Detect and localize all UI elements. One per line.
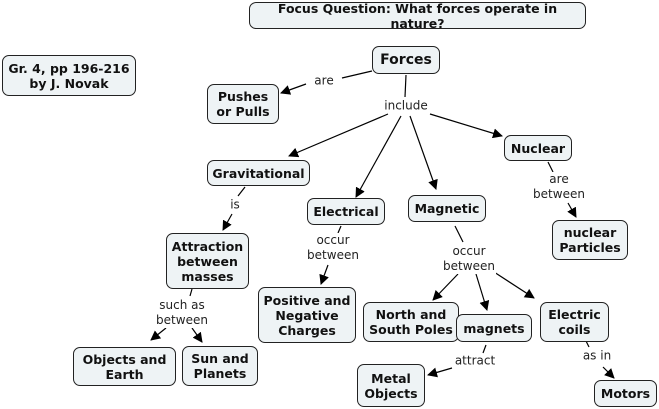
concept-magnets[interactable]: magnets	[456, 314, 532, 342]
link-elec-occur	[337, 225, 342, 234]
link-forces-are	[341, 70, 373, 79]
linking-phrase-include: include	[383, 98, 429, 114]
link-coils-asin	[585, 340, 590, 348]
concept-electric-coils[interactable]: Electric coils	[540, 302, 609, 342]
concept-objects-and-earth[interactable]: Objects and Earth	[73, 347, 176, 386]
link-is-attraction	[222, 213, 233, 231]
linking-phrase-as-in: as in	[581, 348, 613, 364]
link-grav-is	[237, 186, 246, 197]
linking-phrase-such-as-between: such as between	[155, 298, 209, 328]
focus-question-box[interactable]: Focus Question: What forces operate in n…	[249, 1, 586, 31]
link-include-electrical	[355, 115, 402, 198]
concept-attraction-between-masses[interactable]: Attraction between masses	[166, 233, 249, 289]
link-magnets-attract	[482, 344, 487, 354]
linking-phrase-is: is	[229, 197, 241, 213]
link-are-pushes	[280, 83, 307, 95]
link-include-gravitational	[288, 113, 389, 158]
concept-forces[interactable]: Forces	[372, 46, 440, 74]
link-occur-magnets	[475, 273, 490, 311]
linking-phrase-are-between: are between	[532, 172, 586, 202]
link-include-nuclear	[429, 113, 503, 139]
link-mag-occur	[454, 225, 464, 243]
concept-pushes-or-pulls[interactable]: Pushes or Pulls	[207, 84, 279, 124]
concept-nuclear-particles[interactable]: nuclear Particles	[552, 220, 628, 260]
concept-motors[interactable]: Motors	[594, 380, 657, 407]
concept-positive-negative-charges[interactable]: Positive and Negative Charges	[258, 287, 356, 343]
linking-phrase-attract: attract	[453, 353, 497, 369]
link-occur-charges	[319, 264, 329, 285]
concept-north-south-poles[interactable]: North and South Poles	[363, 302, 459, 342]
credit-box[interactable]: Gr. 4, pp 196-216 by J. Novak	[2, 55, 136, 96]
link-occur-poles	[432, 273, 459, 301]
link-such-objects	[150, 327, 167, 341]
link-such-sun	[191, 327, 203, 343]
link-attract-metal	[427, 367, 453, 378]
link-nuclear-are	[547, 161, 554, 173]
concept-sun-and-planets[interactable]: Sun and Planets	[182, 346, 258, 386]
linking-phrase-occur-between-electrical: occur between	[306, 233, 360, 263]
link-include-magnetic	[409, 115, 438, 190]
linking-phrase-are: are	[313, 73, 335, 89]
link-occur-coils	[493, 271, 535, 299]
linking-phrase-occur-between-magnetic: occur between	[442, 244, 496, 274]
concept-magnetic[interactable]: Magnetic	[408, 195, 486, 222]
link-attr-such	[189, 288, 193, 297]
concept-electrical[interactable]: Electrical	[307, 198, 385, 225]
concept-metal-objects[interactable]: Metal Objects	[357, 364, 425, 407]
link-forces-include	[404, 74, 407, 98]
concept-nuclear[interactable]: Nuclear	[504, 135, 572, 161]
link-asin-motors	[602, 366, 615, 379]
concept-gravitational[interactable]: Gravitational	[207, 160, 310, 186]
link-are-particles	[567, 202, 577, 218]
